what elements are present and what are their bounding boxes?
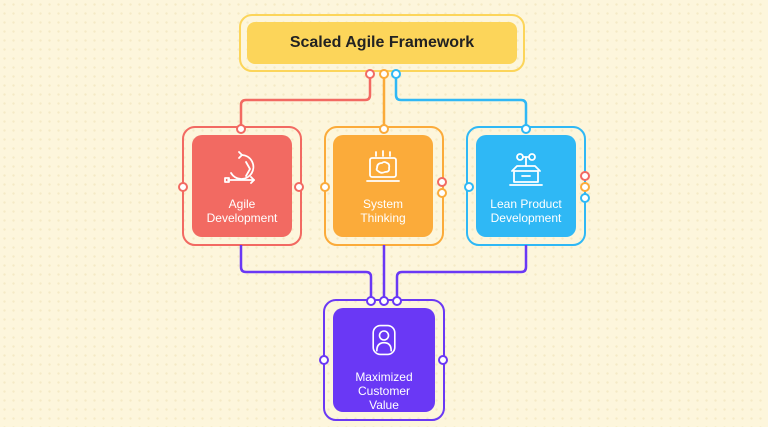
- card-label-line: Customer: [357, 384, 410, 398]
- card-label-line: Agile: [228, 197, 256, 211]
- dot: [464, 182, 474, 192]
- card-agile-development: Agile Development: [192, 135, 292, 237]
- dot: [365, 69, 375, 79]
- card-system-thinking: System Thinking: [333, 135, 433, 237]
- card-label-line: Value: [369, 398, 399, 412]
- cycle-arrows-icon: [224, 151, 255, 184]
- card-lean-product-development: Lean Product Development: [476, 135, 576, 237]
- dot: [379, 296, 389, 306]
- dot: [178, 182, 188, 192]
- connector-agile-value: [239, 245, 373, 300]
- dot: [392, 296, 402, 306]
- dot: [319, 355, 329, 365]
- card-label-line: Lean Product: [490, 197, 562, 211]
- connector-lean-value: [395, 245, 528, 300]
- card-label-line: Maximized: [355, 370, 413, 384]
- card-label-line: System: [362, 197, 403, 211]
- card-label-line: Development: [490, 211, 562, 225]
- connector-title-lean: [394, 75, 528, 127]
- dot: [236, 124, 246, 134]
- dot: [366, 296, 376, 306]
- brain-monitor-icon: [366, 150, 400, 182]
- dot: [438, 355, 448, 365]
- dot: [580, 171, 590, 181]
- dot: [580, 193, 590, 203]
- dot: [320, 182, 330, 192]
- product-box-icon: [509, 153, 543, 186]
- connector-title-agile: [239, 75, 372, 127]
- title-box: Scaled Agile Framework: [247, 22, 517, 64]
- dot: [379, 124, 389, 134]
- dot: [521, 124, 531, 134]
- diagram-title: Scaled Agile Framework: [289, 34, 475, 51]
- card-maximized-customer-value: Maximized Customer Value: [333, 308, 435, 412]
- card-label-line: Thinking: [360, 211, 406, 225]
- dot: [391, 69, 401, 79]
- dot: [437, 188, 447, 198]
- dot: [379, 69, 389, 79]
- dot: [580, 182, 590, 192]
- dot: [437, 177, 447, 187]
- dot: [294, 182, 304, 192]
- customer-user-icon: [372, 324, 396, 356]
- card-label-line: Development: [206, 211, 278, 225]
